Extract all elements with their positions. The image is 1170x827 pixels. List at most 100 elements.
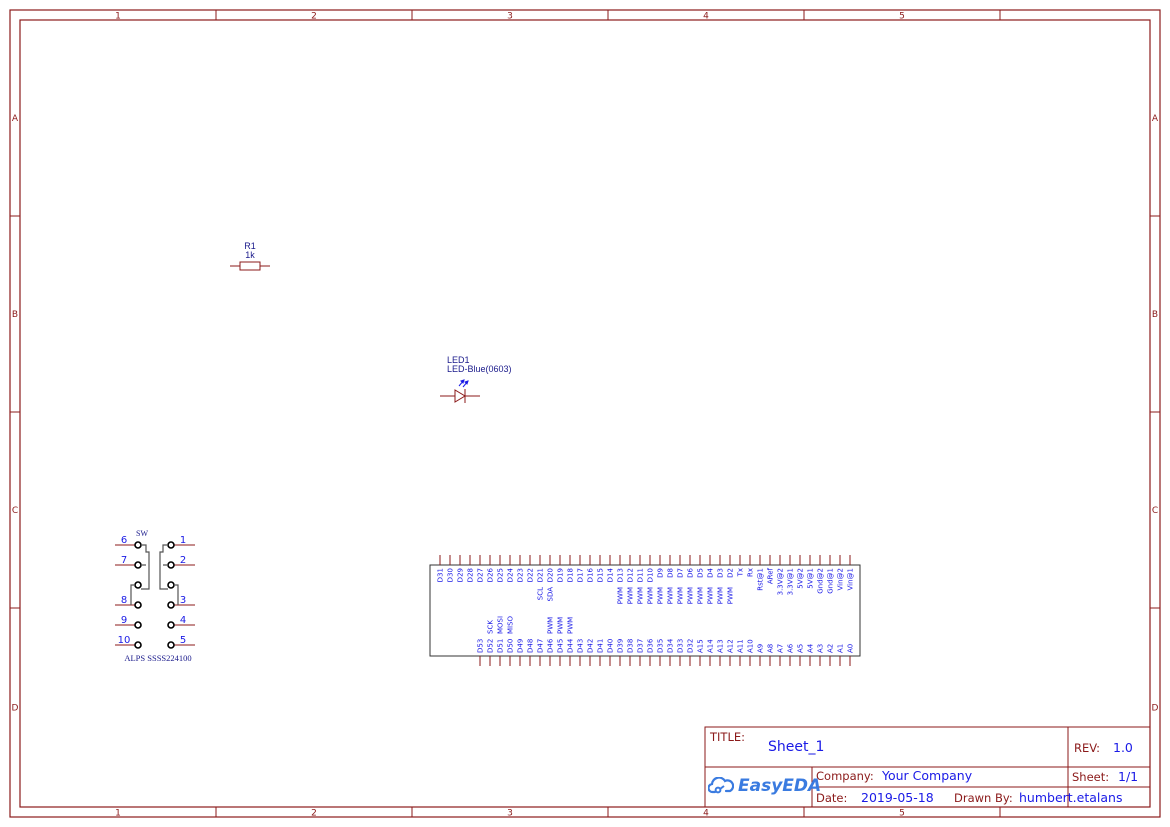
pin-label: A5 [797, 644, 805, 653]
column-label: 1 [115, 12, 121, 22]
resistor-r1[interactable]: R1 1k [230, 241, 270, 271]
pin-label: D43 [577, 639, 585, 653]
column-label: 3 [507, 12, 513, 22]
pin-label: Gnd@2 [817, 568, 825, 594]
pin-label: D47 [537, 639, 545, 653]
pin-label: D36 [647, 638, 655, 653]
pin-label: D32 [687, 639, 695, 653]
pin-label: Tx [737, 568, 745, 577]
pin-label: D17 [577, 568, 585, 582]
pin-alt-label: SCK [487, 620, 495, 634]
switch-pin-number: 6 [121, 535, 127, 546]
row-label: B [12, 310, 18, 320]
pin-alt-label: PWM [717, 587, 725, 604]
title-label: TITLE: [710, 730, 745, 744]
switch-pin-number: 7 [121, 555, 127, 566]
pin-label: D52 [487, 639, 495, 653]
switch-part-number: ALPS SSSS224100 [124, 653, 191, 663]
switch-contact [167, 541, 175, 549]
frame-zone-ticks [10, 10, 1160, 817]
switch-pin-number: 8 [121, 595, 127, 606]
column-label: 5 [899, 809, 905, 819]
switch-pin-number: 10 [118, 635, 131, 646]
pin-alt-label: MISO [507, 615, 515, 634]
led-designator: LED1 [447, 355, 470, 365]
pin-alt-label: PWM [687, 587, 695, 604]
pin-alt-label: PWM [557, 617, 565, 634]
pin-label: D35 [657, 639, 665, 653]
row-label: A [12, 114, 19, 124]
pin-label: D20 [547, 568, 555, 582]
pin-label: D34 [667, 638, 675, 653]
pin-label: D50 [507, 639, 515, 653]
pin-alt-label: SDA [547, 587, 555, 602]
pin-alt-label: PWM [627, 587, 635, 604]
cloud-link-icon [708, 777, 734, 794]
pin-label: Rx [747, 568, 755, 577]
switch-contact [167, 641, 175, 649]
drawn-by-value: humbert.etalans [1019, 790, 1123, 805]
title-value: Sheet_1 [768, 739, 825, 755]
switch-contact [134, 601, 142, 609]
pin-label: D27 [477, 568, 485, 582]
pin-label: D29 [457, 568, 465, 582]
pin-label: D45 [557, 639, 565, 653]
row-label: D [12, 704, 19, 714]
resistor-value: 1k [245, 250, 255, 260]
pin-label: 3.3V@1 [787, 568, 795, 595]
pin-label: A10 [747, 639, 755, 653]
pin-label: D49 [517, 639, 525, 653]
header-body [429, 564, 861, 657]
resistor-designator: R1 [244, 241, 256, 251]
switch-pin-number: 2 [180, 555, 186, 566]
pin-label: D12 [627, 568, 635, 582]
pin-label: Rst@1 [757, 568, 765, 591]
column-label: 1 [115, 809, 121, 819]
rev-value: 1.0 [1113, 740, 1133, 755]
led-led1[interactable]: LED1 LED-Blue(0603) [440, 355, 512, 403]
led-value: LED-Blue(0603) [447, 364, 512, 374]
pin-alt-label: PWM [657, 587, 665, 604]
title-block [704, 726, 1151, 808]
pin-label: A8 [767, 644, 775, 653]
pin-alt-label: PWM [547, 617, 555, 634]
pin-label: D48 [527, 639, 535, 653]
drawing-frame [9, 9, 1161, 818]
easyeda-logo: EasyEDA [708, 776, 821, 796]
pin-label: D19 [557, 568, 565, 582]
pin-label: D10 [647, 568, 655, 582]
switch-designator: SW [136, 529, 148, 538]
row-label: C [1152, 506, 1158, 516]
pin-label: D18 [567, 568, 575, 582]
switch-contact [134, 541, 142, 549]
pin-label: D39 [617, 639, 625, 653]
pin-label: Gnd@1 [827, 568, 835, 594]
pin-label: A6 [787, 643, 795, 653]
row-label: A [1152, 114, 1159, 124]
pin-label: D8 [667, 568, 675, 578]
pin-alt-label: PWM [707, 587, 715, 604]
column-label: 4 [703, 809, 709, 819]
pin-label: D3 [717, 568, 725, 578]
sheet-value: 1/1 [1118, 769, 1139, 784]
pin-alt-label: PWM [637, 587, 645, 604]
pin-label: A14 [707, 639, 715, 653]
row-label: D [1152, 704, 1159, 714]
date-label: Date: [816, 791, 848, 805]
pin-label: ARef [767, 567, 775, 584]
pin-label: D38 [627, 639, 635, 653]
pin-label: D2 [727, 568, 735, 578]
date-value: 2019-05-18 [861, 790, 934, 805]
pin-label: A7 [777, 644, 785, 653]
pin-label: A2 [827, 644, 835, 653]
pin-label: A4 [807, 643, 815, 653]
light-emission-icon [458, 379, 469, 388]
pin-label: 5V@2 [797, 568, 805, 589]
pin-label: D24 [507, 567, 515, 582]
pin-label: A13 [717, 639, 725, 653]
switch-pin-number: 4 [180, 615, 186, 626]
